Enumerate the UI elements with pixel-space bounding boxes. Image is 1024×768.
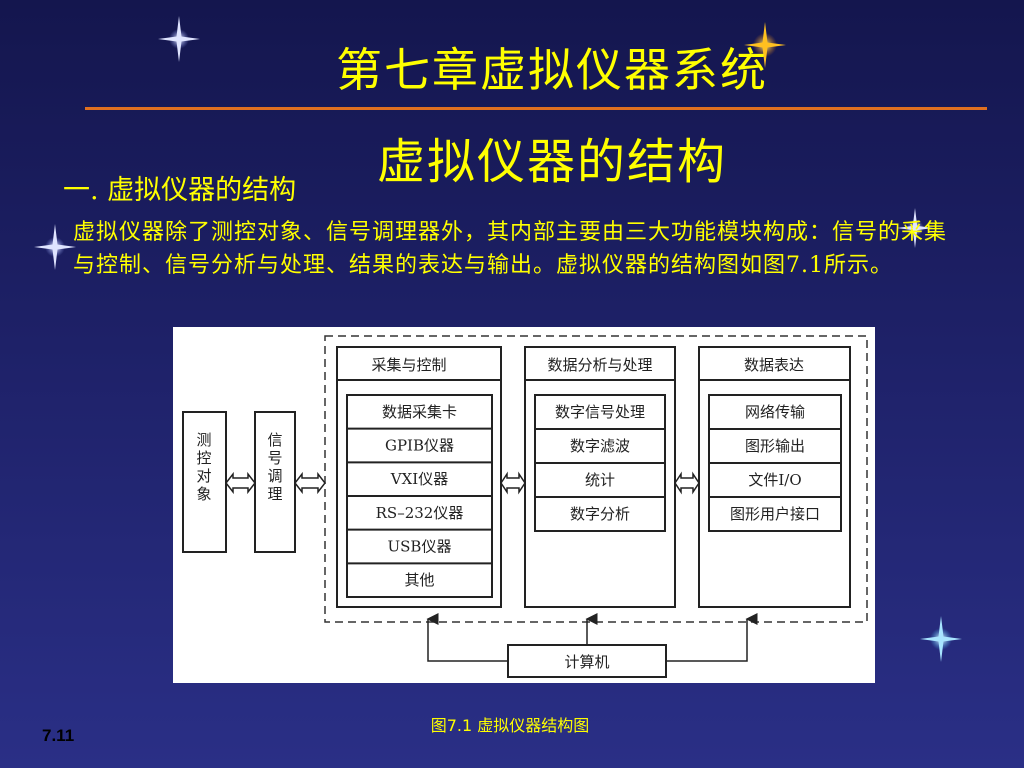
presentation-title: 数据表达 — [744, 356, 804, 374]
acquisition-item: 数据采集卡 — [382, 403, 457, 421]
body-paragraph: 虚拟仪器除了测控对象、信号调理器外，其内部主要由三大功能模块构成：信号的采集与控… — [73, 220, 948, 278]
analysis-item: 数字滤波 — [570, 437, 630, 455]
figure-caption: 图7.1 虚拟仪器结构图 — [430, 716, 590, 735]
presentation-item: 网络传输 — [745, 403, 805, 421]
chapter-title: 第七章虚拟仪器系统 — [336, 43, 768, 97]
signal-conditioning-label: 信号调理 — [267, 431, 282, 503]
analysis-title: 数据分析与处理 — [547, 356, 652, 374]
presentation-item: 文件I/O — [748, 471, 801, 489]
presentation-item: 图形输出 — [745, 437, 805, 455]
page-number: 7.11 — [42, 726, 75, 745]
bidirectional-arrow — [294, 471, 326, 495]
acquisition-item: RS–232仪器 — [376, 504, 464, 522]
sparkle-star-icon — [920, 616, 962, 662]
computer-connector — [426, 613, 758, 662]
bidirectional-arrow — [674, 471, 700, 495]
analysis-item: 统计 — [585, 471, 615, 489]
acquisition-item: GPIB仪器 — [385, 437, 454, 455]
title-divider — [85, 107, 987, 110]
section-title: 虚拟仪器的结构 — [376, 134, 727, 190]
sparkle-star-icon — [158, 16, 200, 62]
acquisition-title: 采集与控制 — [371, 356, 446, 374]
bidirectional-arrow — [225, 471, 256, 495]
acquisition-item: 其他 — [404, 571, 434, 589]
measure-object-label: 测控对象 — [196, 431, 211, 503]
subheading: 一. 虚拟仪器的结构 — [63, 175, 297, 206]
computer-label: 计算机 — [564, 653, 609, 671]
analysis-item: 数字分析 — [570, 505, 630, 523]
sparkle-star-icon — [34, 224, 76, 270]
acquisition-item: USB仪器 — [388, 538, 452, 556]
structure-diagram: 测控对象 信号调理 采集与控制 数据采集卡 GPIB仪器 VXI仪器 RS–232仪器… — [173, 327, 875, 683]
acquisition-item: VXI仪器 — [390, 470, 448, 488]
sparkle-star-icon — [744, 22, 786, 68]
signal-conditioning-box — [254, 411, 296, 553]
bidirectional-arrow — [500, 471, 526, 495]
analysis-item: 数字信号处理 — [555, 403, 645, 421]
presentation-item: 图形用户接口 — [730, 505, 820, 523]
sparkle-star-icon — [896, 208, 934, 248]
